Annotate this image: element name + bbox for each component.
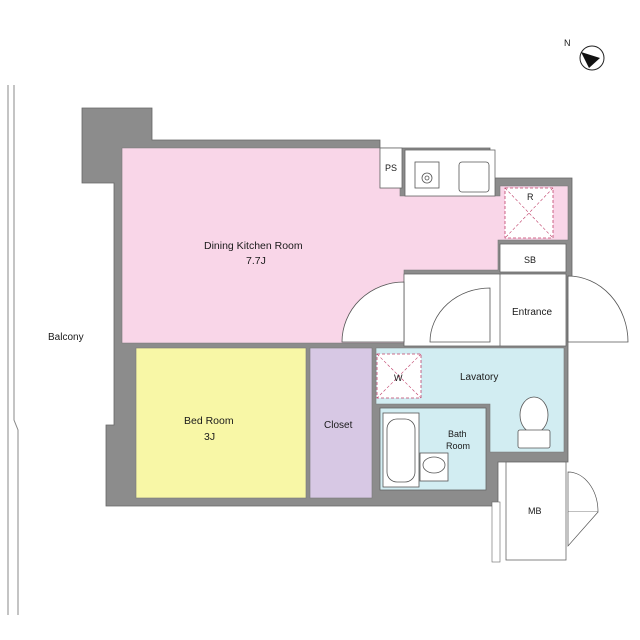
compass-label: N [564,38,571,48]
ps-label: PS [385,163,397,173]
washer-label: W [394,373,403,383]
closet-label: Closet [324,420,353,431]
kitchen-counter [404,149,496,197]
bed-room-label: Bed Room [184,415,234,427]
balcony-label: Balcony [48,332,84,343]
meter-box [505,461,567,561]
bathtub-icon [382,412,420,488]
refrigerator-space: R [504,187,554,239]
pipe-shaft [491,501,501,563]
entrance-label: Entrance [512,307,552,318]
bath-room-label-1: Bath [448,429,467,439]
refrigerator-label: R [527,192,534,202]
ps-shaft [379,147,403,189]
sb-label: SB [524,255,536,265]
shoe-box [499,243,567,273]
lavatory-label: Lavatory [460,372,498,383]
toilet-icon [517,396,551,449]
bed-room-size: 3J [204,431,215,443]
door-swings [341,275,629,343]
lavatory [375,347,565,453]
north-arrow-icon: N [564,38,605,71]
dining-kitchen-size: 7.7J [246,255,266,267]
closet [309,347,373,499]
mb-label: MB [528,506,542,516]
stove-icon [414,161,440,189]
washing-machine-space: W [376,353,422,399]
bath-room-label-2: Room [446,441,470,451]
washbasin-icon [419,452,449,482]
dining-kitchen-label: Dining Kitchen Room [204,240,303,252]
sink-icon [458,161,490,193]
bed-room [135,347,307,499]
mb-door-swings [567,471,599,547]
balcony-rail [7,85,19,615]
